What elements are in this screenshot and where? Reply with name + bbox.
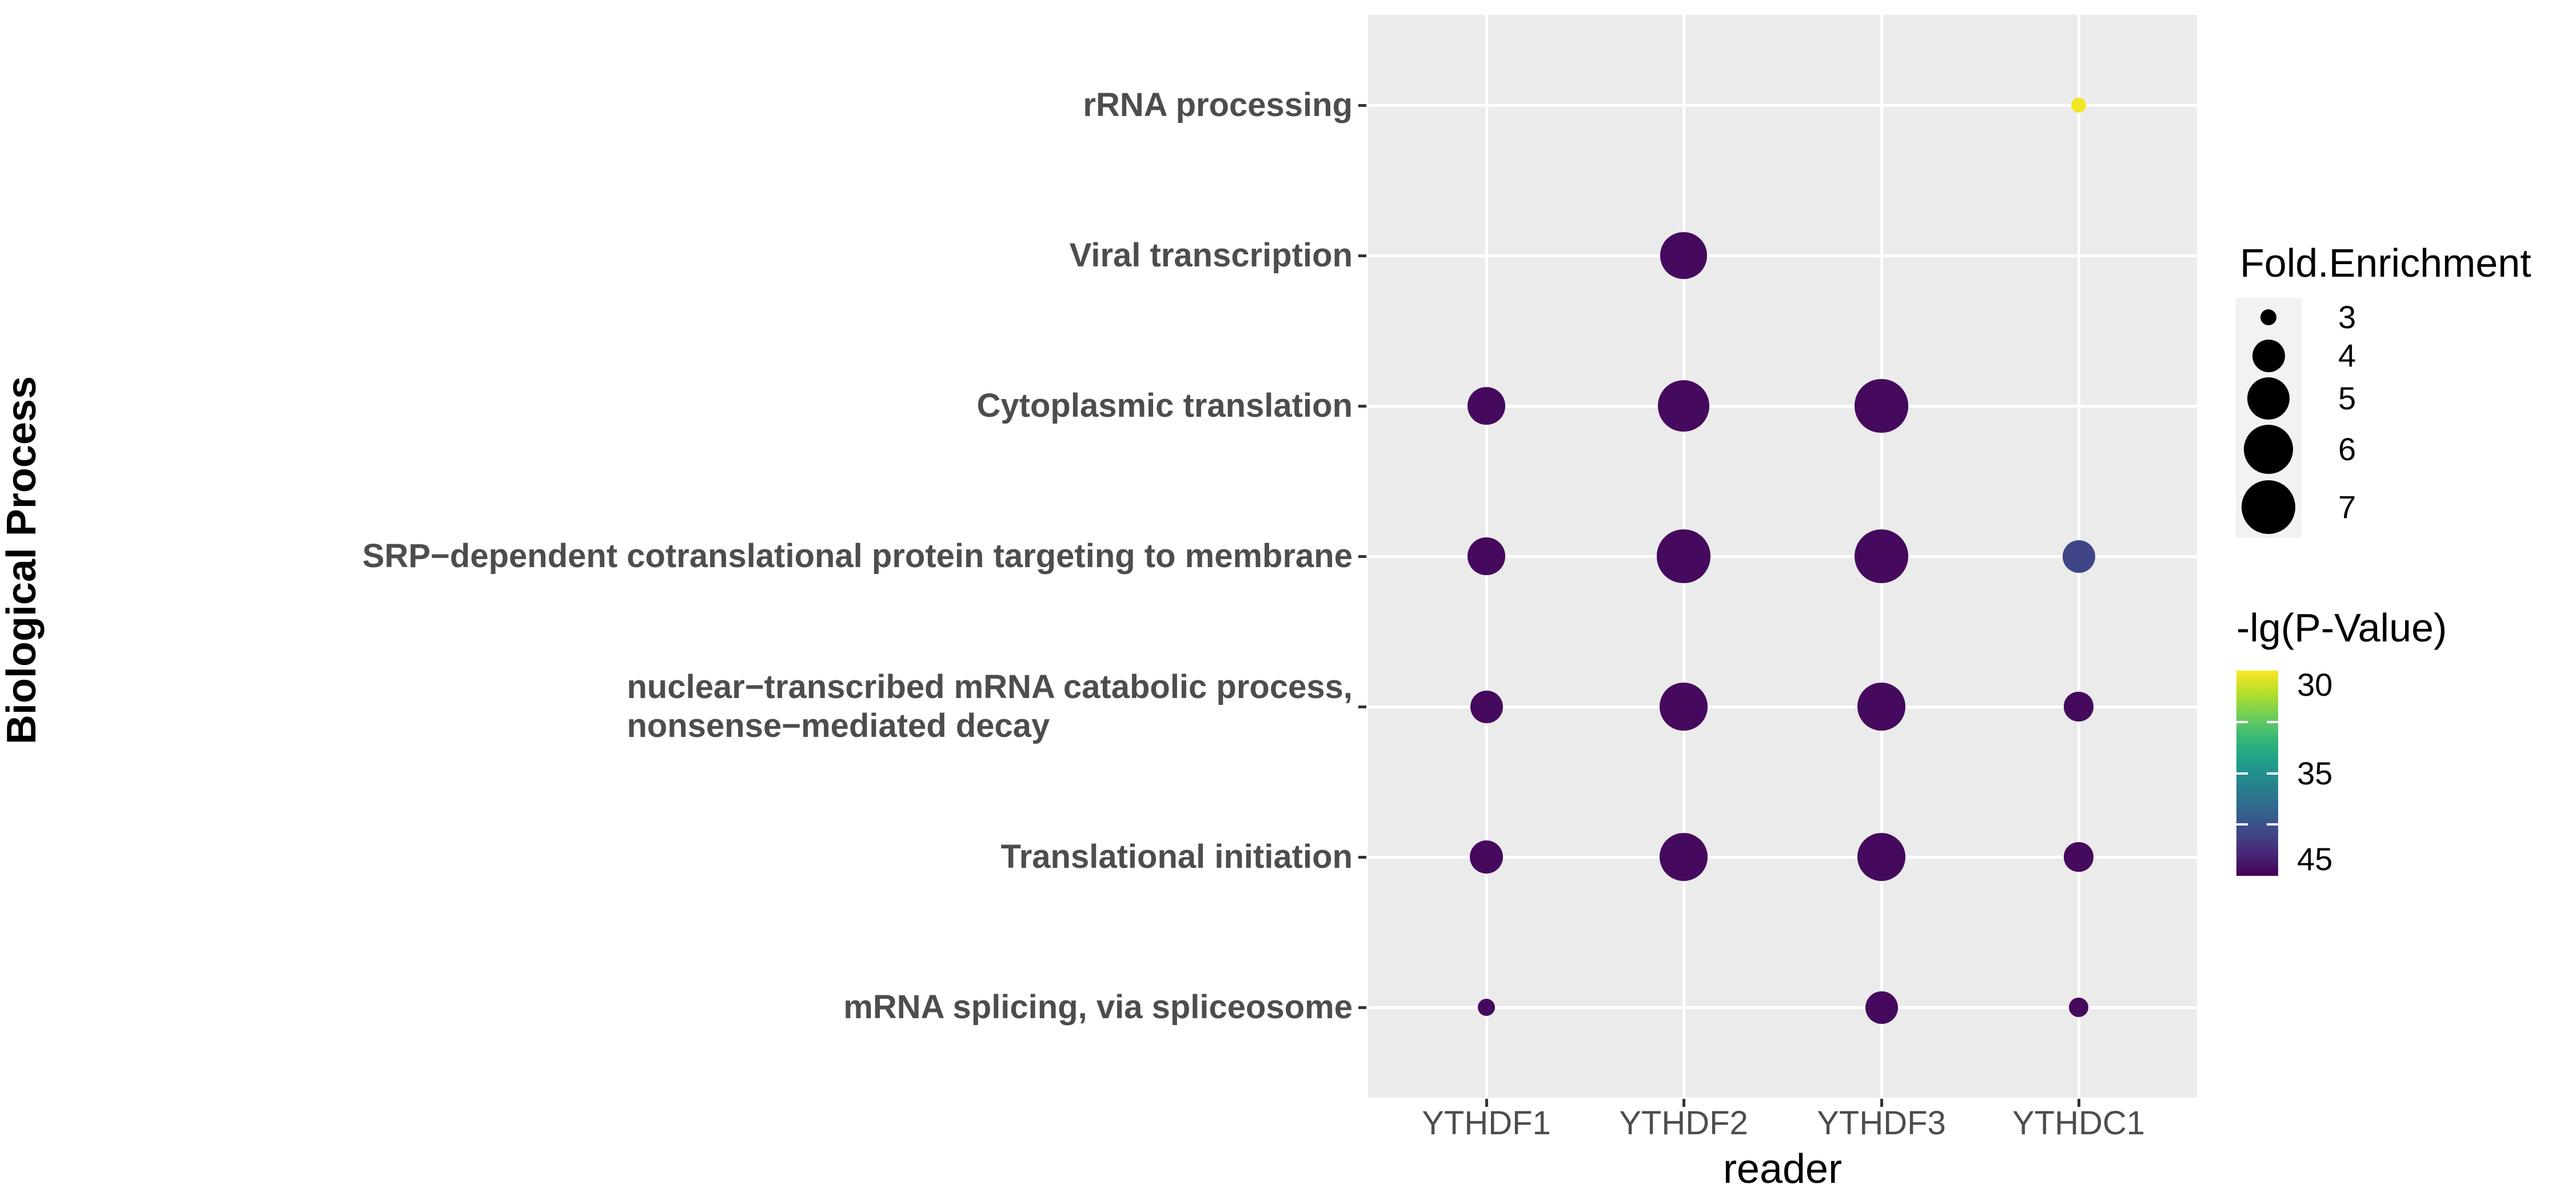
data-point	[1855, 379, 1908, 433]
data-point	[1477, 998, 1496, 1016]
color-legend-title: -lg(P-Value)	[2236, 605, 2447, 650]
data-point	[2062, 540, 2095, 573]
size-legend-value: 6	[2338, 431, 2356, 467]
y-tick-label-text: Viral transcription	[1069, 237, 1353, 274]
data-point	[1469, 840, 1504, 874]
y-axis-tick	[1358, 404, 1366, 408]
y-tick-label-text: mRNA splicing, via spliceosome	[843, 988, 1353, 1026]
data-point	[2069, 998, 2088, 1017]
data-point	[1657, 529, 1710, 583]
size-legend-value: 4	[2338, 337, 2356, 373]
y-axis-tick	[1358, 254, 1366, 257]
data-point	[2071, 98, 2086, 113]
y-tick-label: mRNA splicing, via spliceosome	[5, 988, 1353, 1027]
y-axis-tick	[1358, 1006, 1366, 1009]
size-legend-dot	[2244, 425, 2293, 474]
data-point	[1659, 832, 1708, 882]
colorbar-tick-left	[2236, 720, 2248, 723]
gridline-horizontal	[1368, 1006, 2197, 1009]
x-tick-label: YTHDF1	[1422, 1105, 1551, 1142]
gridline-horizontal	[1368, 103, 2197, 107]
data-point	[1854, 529, 1909, 584]
data-point	[1468, 387, 1505, 425]
size-legend-dot	[2242, 480, 2295, 534]
data-point	[2064, 842, 2094, 872]
data-point	[1468, 537, 1505, 575]
size-legend-keys	[2236, 298, 2302, 538]
gridline-horizontal	[1368, 555, 2197, 558]
data-point	[1660, 683, 1708, 731]
x-axis-tick	[1682, 1099, 1685, 1107]
data-point	[1865, 991, 1898, 1024]
y-tick-label-text: Cytoplasmic translation	[976, 387, 1353, 424]
y-axis-tick	[1358, 705, 1366, 708]
data-point	[1657, 380, 1710, 432]
gridline-horizontal	[1368, 855, 2197, 859]
y-tick-label-text: Translational initiation	[1000, 838, 1353, 875]
y-axis-tick	[1358, 555, 1366, 558]
gridline-horizontal	[1368, 705, 2197, 708]
y-tick-label: rRNA processing	[5, 86, 1353, 125]
y-tick-label-text: SRP−dependent cotranslational protein ta…	[362, 537, 1353, 575]
y-tick-label: Cytoplasmic translation	[5, 386, 1353, 425]
gridline-horizontal	[1368, 404, 2197, 408]
size-legend-dot	[2252, 339, 2285, 372]
data-point	[1857, 682, 1906, 731]
colorbar-value: 45	[2297, 841, 2333, 878]
size-legend-dot	[2247, 377, 2290, 420]
x-axis-tick	[1880, 1099, 1883, 1107]
y-tick-label: SRP−dependent cotranslational protein ta…	[5, 537, 1353, 576]
size-legend-dot	[2260, 309, 2276, 325]
data-point	[2064, 692, 2094, 721]
x-axis-tick	[2077, 1099, 2080, 1107]
gridline-horizontal	[1368, 254, 2197, 257]
colorbar-tick-left	[2236, 772, 2248, 775]
x-axis-title: reader	[1722, 1146, 1843, 1192]
colorbar-tick-left	[2236, 823, 2248, 826]
data-point	[1857, 832, 1906, 882]
size-legend-value: 3	[2338, 299, 2356, 335]
x-tick-label: YTHDF2	[1619, 1105, 1748, 1142]
size-legend-value: 7	[2338, 489, 2356, 525]
plot-panel	[1368, 15, 2197, 1098]
y-tick-label-text: rRNA processing	[1083, 86, 1353, 123]
y-tick-label: nuclear−transcribed mRNA catabolic proce…	[5, 668, 1353, 745]
x-tick-label: YTHDF3	[1817, 1105, 1946, 1142]
y-axis-tick	[1358, 103, 1366, 107]
data-point	[1660, 232, 1707, 279]
colorbar-tick-right	[2267, 772, 2278, 775]
data-point	[1470, 690, 1503, 723]
size-legend-value: 5	[2338, 380, 2356, 416]
colorbar-tick-right	[2267, 823, 2278, 826]
x-tick-label: YTHDC1	[2012, 1105, 2146, 1142]
y-axis-tick	[1358, 855, 1366, 859]
colorbar-value: 30	[2297, 667, 2333, 703]
size-legend-title: Fold.Enrichment	[2240, 241, 2531, 285]
colorbar-tick-right	[2267, 720, 2278, 723]
colorbar-value: 35	[2297, 755, 2333, 791]
y-tick-label: Translational initiation	[5, 838, 1353, 876]
x-axis-tick	[1485, 1099, 1488, 1107]
y-tick-label: Viral transcription	[5, 236, 1353, 275]
y-tick-label-text: nuclear−transcribed mRNA catabolic proce…	[627, 668, 1353, 744]
